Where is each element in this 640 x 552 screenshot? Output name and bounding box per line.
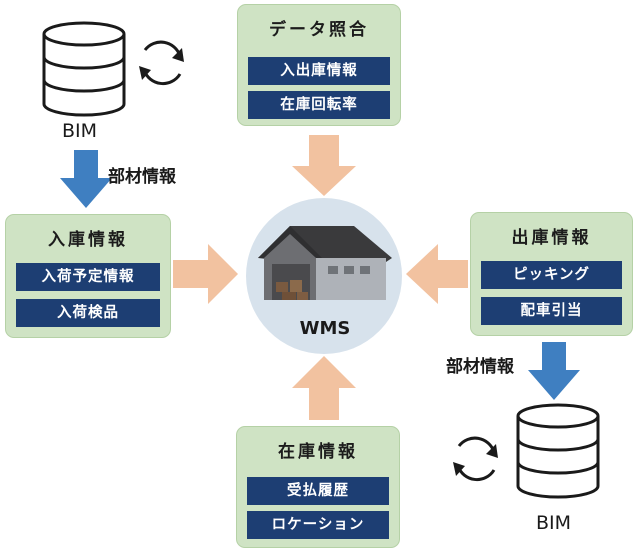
wms-label: WMS bbox=[299, 318, 351, 339]
shipping-item: ピッキング bbox=[481, 261, 622, 289]
inventory-item: ロケーション bbox=[247, 511, 389, 539]
data-check-item: 入出庫情報 bbox=[248, 57, 390, 85]
inventory-title: 在庫情報 bbox=[278, 442, 358, 462]
bim-target-label: BIM bbox=[536, 512, 572, 534]
database-icon bbox=[516, 403, 600, 499]
receiving-box: 入庫情報 入荷予定情報 入荷検品 bbox=[5, 214, 171, 338]
arrow-from-inventory bbox=[292, 356, 356, 420]
receiving-item: 入荷検品 bbox=[16, 299, 160, 327]
data-check-item: 在庫回転率 bbox=[248, 91, 390, 119]
bim-target-flow-label: 部材情報 bbox=[446, 357, 514, 377]
arrow-from-shipping bbox=[406, 244, 468, 304]
sync-cycle-icon bbox=[453, 436, 498, 482]
bim-source-label: BIM bbox=[62, 120, 98, 142]
data-check-box: データ照合 入出庫情報 在庫回転率 bbox=[237, 4, 401, 126]
inventory-item: 受払履歴 bbox=[247, 477, 389, 505]
database-icon bbox=[42, 21, 126, 117]
arrow-bim-to-receiving bbox=[60, 150, 112, 208]
arrow-from-receiving bbox=[173, 244, 238, 304]
sync-cycle-icon bbox=[139, 40, 184, 86]
arrow-shipping-to-bim bbox=[528, 342, 580, 400]
shipping-box: 出庫情報 ピッキング 配車引当 bbox=[470, 212, 633, 336]
data-check-title: データ照合 bbox=[269, 20, 369, 40]
receiving-item: 入荷予定情報 bbox=[16, 263, 160, 291]
warehouse-icon bbox=[258, 226, 392, 300]
shipping-title: 出庫情報 bbox=[511, 228, 592, 248]
shipping-item: 配車引当 bbox=[481, 297, 622, 325]
bim-source-flow-label: 部材情報 bbox=[108, 167, 176, 187]
inventory-box: 在庫情報 受払履歴 ロケーション bbox=[236, 426, 400, 548]
receiving-title: 入庫情報 bbox=[48, 230, 128, 250]
arrow-from-data-check bbox=[292, 135, 356, 196]
